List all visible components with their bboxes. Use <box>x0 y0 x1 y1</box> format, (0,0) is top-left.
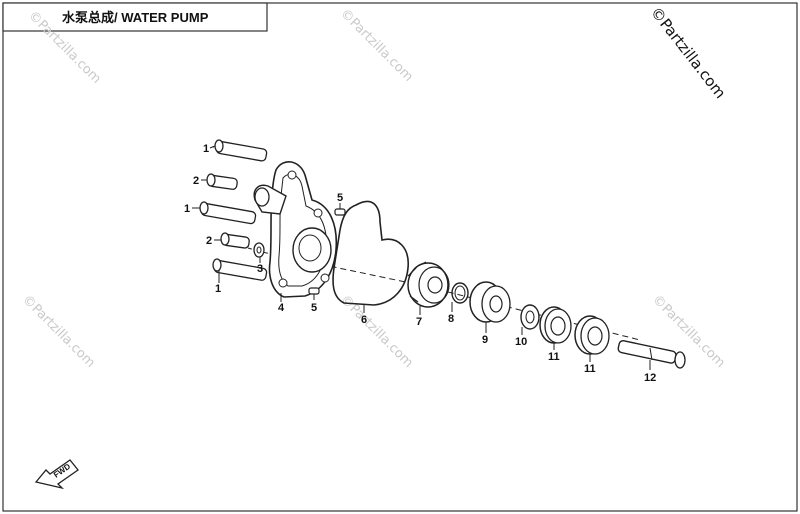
washer-3 <box>253 242 265 258</box>
callout-5b: 5 <box>311 302 317 314</box>
brand-mark: ©Partzilla.com <box>647 3 730 102</box>
watermark: ©Partzilla.com <box>19 292 98 371</box>
bolt-1c <box>212 258 268 281</box>
watermark: ©Partzilla.com <box>337 6 416 85</box>
washer-10 <box>520 304 540 330</box>
callout-11a: 11 <box>548 351 560 363</box>
dowel-pin-5b <box>308 287 320 295</box>
bolt-1a <box>212 139 268 162</box>
fwd-arrow-icon: FWD <box>34 459 79 490</box>
callout-12: 12 <box>644 372 656 384</box>
bolt-1b <box>199 201 257 225</box>
bolt-2b <box>220 232 250 249</box>
impeller-7 <box>407 261 450 308</box>
callout-1c: 1 <box>215 283 221 295</box>
seal-9 <box>469 281 511 323</box>
o-ring-8 <box>451 282 469 304</box>
callout-3: 3 <box>257 263 263 275</box>
callout-4: 4 <box>278 302 285 314</box>
bearing-11b <box>574 315 610 355</box>
callout-1a: 1 <box>203 143 209 155</box>
title-box <box>2 2 268 32</box>
callout-5a: 5 <box>337 192 343 204</box>
diagram-title: 水泵总成/ WATER PUMP <box>62 10 209 25</box>
callout-10: 10 <box>515 336 527 348</box>
callout-7: 7 <box>416 316 422 328</box>
callout-1b: 1 <box>184 203 190 215</box>
callout-8: 8 <box>448 313 454 325</box>
dowel-pin-5a <box>334 208 346 216</box>
bolt-2a <box>206 173 238 190</box>
callout-6: 6 <box>361 314 367 326</box>
gasket-6 <box>332 200 409 306</box>
callout-2a: 2 <box>193 175 199 187</box>
callout-9: 9 <box>482 334 488 346</box>
pump-cover-4 <box>253 161 338 298</box>
callout-11b: 11 <box>584 363 596 375</box>
leader-lines <box>192 145 651 370</box>
bearing-11a <box>539 306 572 344</box>
callout-2b: 2 <box>206 235 212 247</box>
shaft-12 <box>617 340 686 369</box>
